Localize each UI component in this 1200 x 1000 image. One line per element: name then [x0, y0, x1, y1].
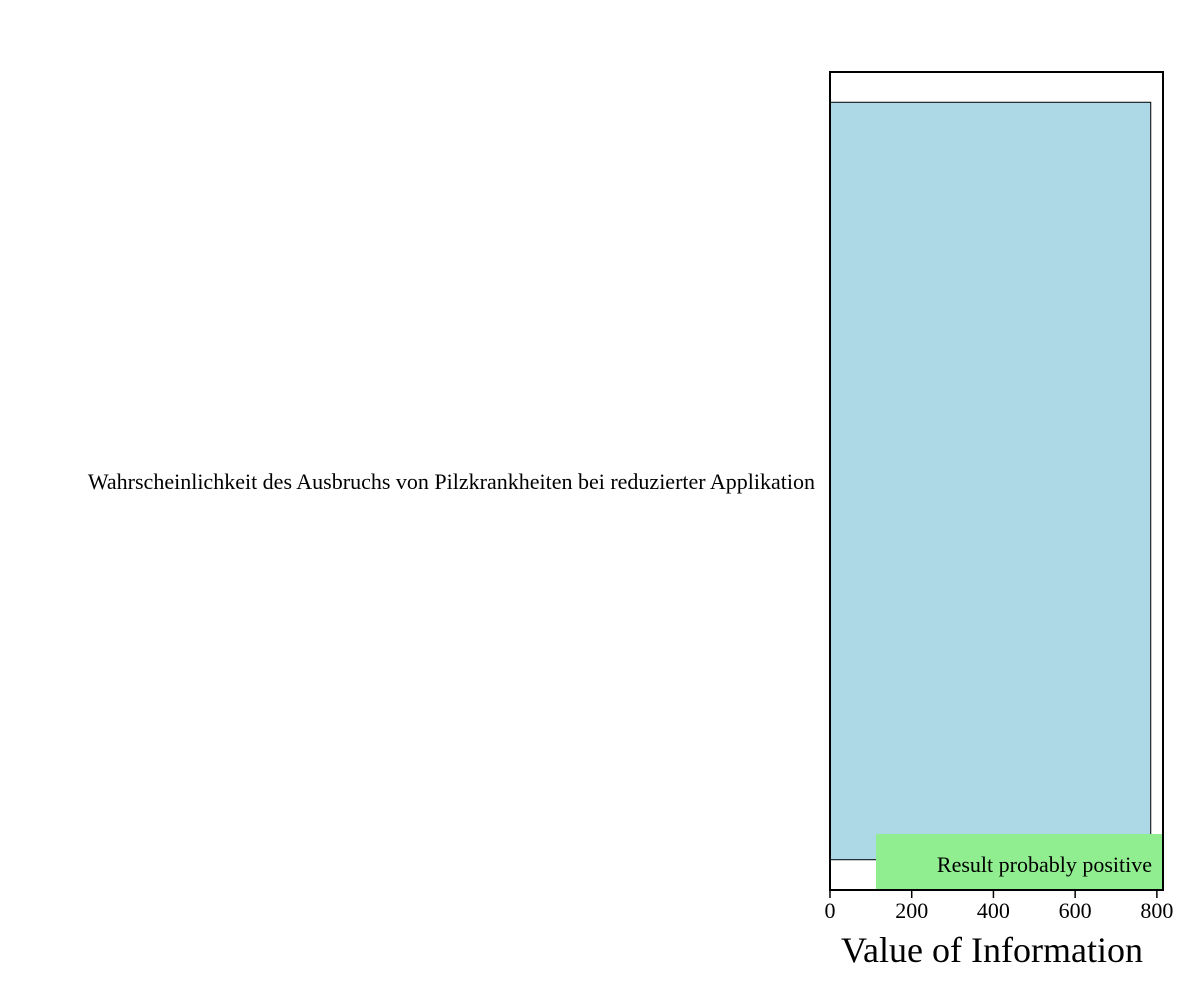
category-label: Wahrscheinlichkeit des Ausbruchs von Pil…: [88, 469, 815, 494]
legend-label: Result probably positive: [937, 852, 1152, 877]
x-axis: 0 200 400 600 800: [825, 889, 1173, 923]
bars-layer: [829, 101, 1152, 861]
x-tick-label: 400: [977, 898, 1010, 923]
legend: Result probably positive: [876, 834, 1162, 889]
x-tick-label: 200: [895, 898, 928, 923]
x-axis-title: Value of Information: [841, 930, 1143, 970]
bar: [829, 101, 1152, 861]
category-labels: Wahrscheinlichkeit des Ausbruchs von Pil…: [88, 469, 815, 494]
x-tick-label: 800: [1140, 898, 1173, 923]
x-tick-label: 600: [1059, 898, 1092, 923]
x-tick-label: 0: [825, 898, 836, 923]
legend-box: [876, 834, 1162, 889]
